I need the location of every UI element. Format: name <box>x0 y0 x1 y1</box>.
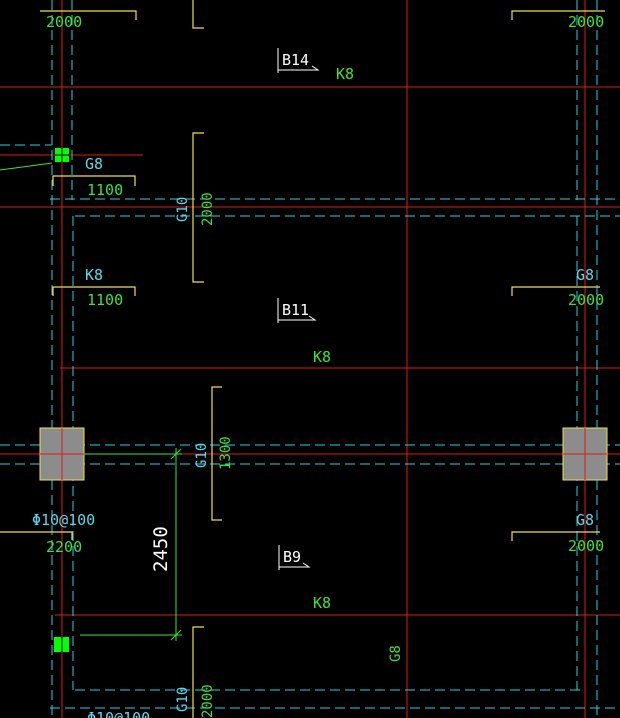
slab-label-b14: B14 <box>282 51 309 69</box>
rebar-dim-top-right: 2000 <box>568 13 604 31</box>
rebar-dim-g10-middle: 1300 <box>218 436 234 470</box>
rebar-brackets <box>0 0 605 718</box>
anchor-marker-lower <box>54 637 69 652</box>
beam-label-k8-top: K8 <box>336 65 354 83</box>
rebar-dim-g8-right-lower: 2000 <box>568 537 604 555</box>
slab-marker-b9 <box>278 545 311 570</box>
bracket-g10-middle <box>211 386 222 521</box>
rebar-label-k8-left: K8 <box>85 266 103 284</box>
bracket-g10-bottom <box>192 626 204 718</box>
rebar-label-g8-right: G8 <box>576 266 594 284</box>
rebar-label-phi-bottom: Φ10@100 <box>87 709 150 718</box>
rebar-dim-g10-upper: 2000 <box>200 192 216 226</box>
rebar-label-g8-right-lower: G8 <box>576 511 594 529</box>
labels: B14 B11 B9 K8 K8 K8 2000 2000 G8 1100 K8… <box>32 13 604 718</box>
rebar-label-g10-upper: G10 <box>175 197 191 222</box>
bracket-g8-right <box>511 286 600 296</box>
rebar-label-phi-left: Φ10@100 <box>32 511 95 529</box>
slab-marker-b11 <box>277 298 317 323</box>
rebar-dim-g8-right: 2000 <box>568 291 604 309</box>
bracket-phi-left <box>0 531 73 540</box>
beam-label-k8-bottom: K8 <box>313 594 331 612</box>
dimension-2450 <box>80 448 182 641</box>
rebar-dim-k8-left: 1100 <box>87 291 123 309</box>
bracket-top-left <box>40 10 137 20</box>
rebar-label-g8-bottom-center: G8 <box>388 645 404 662</box>
rebar-label-g10-middle: G10 <box>194 443 210 468</box>
bracket-g10-upper <box>192 132 204 283</box>
beam-label-k8-middle: K8 <box>313 348 331 366</box>
rebar-dim-g10-bottom: 2000 <box>200 684 216 718</box>
rebar-label-g8-left: G8 <box>85 155 103 173</box>
rebar-dim-g8-left: 1100 <box>87 181 123 199</box>
dimension-label-2450: 2450 <box>150 526 172 572</box>
bracket-g8-left <box>52 175 136 186</box>
rebar-label-g10-bottom: G10 <box>175 687 191 712</box>
axis-overlay <box>40 428 607 480</box>
slab-label-b9: B9 <box>283 548 301 566</box>
rebar-dim-top-left: 2000 <box>46 13 82 31</box>
bracket-top-center <box>192 0 204 29</box>
bracket-g8-right-lower <box>511 531 600 541</box>
slab-marker-b14 <box>277 48 320 73</box>
leader-line <box>0 162 53 171</box>
rebar-dim-phi-left: 2200 <box>46 538 82 556</box>
bracket-k8-left <box>52 286 136 296</box>
anchor-marker-upper <box>55 148 69 162</box>
bracket-top-right <box>511 10 605 20</box>
slab-label-b11: B11 <box>282 301 309 319</box>
